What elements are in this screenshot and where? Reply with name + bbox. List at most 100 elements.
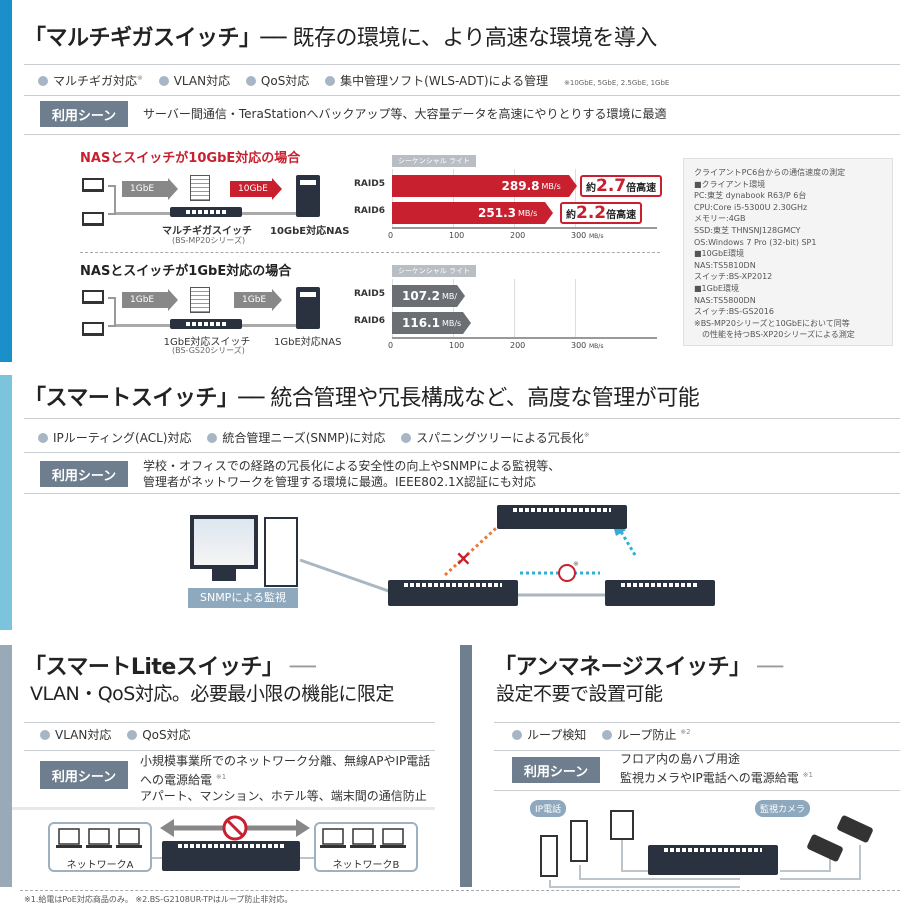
case1-title: NASとスイッチが10GbE対応の場合 — [80, 151, 301, 166]
tick-label: 0 — [388, 341, 394, 350]
section-smart-lite: 「スマートLiteスイッチ」 ── VLAN・QoS対応。必要最小限の機能に限定… — [0, 645, 435, 887]
usage-label: 利用シーン — [40, 101, 128, 127]
bar-arrow-tip — [545, 202, 554, 224]
link-1gbe: 1GbE — [234, 289, 282, 311]
info-line: ■10GbE環境 — [694, 249, 745, 259]
info-line: ■クライアント環境 — [694, 179, 766, 189]
switch-icon — [605, 580, 715, 606]
divider — [24, 493, 900, 494]
data-unit: MB/s — [541, 181, 561, 191]
nas-icon — [296, 175, 320, 217]
nas-label: 1GbE対応NAS — [274, 337, 342, 348]
feature-list: VLAN対応 QoS対応 — [40, 726, 203, 743]
data-unit: MB/s — [518, 208, 538, 218]
category-label: RAID5 — [354, 179, 385, 189]
network-b-box — [314, 822, 418, 872]
info-line: NAS:TS5810DN — [694, 260, 756, 270]
switch-icon — [170, 319, 242, 329]
usage-label: 利用シーン — [40, 461, 128, 487]
snmp-label: SNMPによる監視 — [188, 588, 298, 608]
feature-list: IPルーティング(ACL)対応 統合管理ニーズ(SNMP)に対応 スパニングツリ… — [38, 429, 602, 446]
gridline — [575, 279, 576, 337]
divider — [494, 722, 900, 723]
info-line: PC:東芝 dynabook R63/P 6台 — [694, 191, 807, 201]
switch-icon — [170, 207, 242, 217]
info-line: ■1GbE環境 — [694, 283, 739, 293]
usage-text: フロア内の島ハブ用途監視カメラやIP電話への電源給電 ※1 — [620, 752, 813, 785]
divider — [24, 418, 900, 419]
gridline — [453, 279, 454, 337]
cable — [108, 297, 116, 327]
tick-unit: MB/s — [589, 233, 604, 240]
pc-icon — [82, 322, 104, 336]
info-line: メモリー:4GB — [694, 214, 746, 224]
tick-label: 100 — [449, 231, 465, 240]
section-accent-bar — [0, 375, 12, 630]
tick-label: 0 — [388, 231, 394, 240]
section-smart: 「スマートスイッチ」── 統合管理や冗長構成など、高度な管理が可能 IPルーティ… — [0, 375, 900, 630]
ip-phone-icon — [540, 835, 558, 877]
info-line: OS:Windows 7 Pro (32-bit) SP1 — [694, 237, 817, 247]
usage-text: サーバー間通信・TeraStationへバックアップ等、大容量データを高速にやり… — [143, 107, 667, 121]
switch-label: 1GbE対応スイッチ — [163, 337, 251, 348]
divider — [24, 722, 435, 723]
laptops — [56, 828, 406, 848]
bar-arrow-tip — [462, 312, 471, 334]
bar-arrow-tip — [568, 175, 577, 197]
feature-list: マルチギガ対応※ VLAN対応 QoS対応 集中管理ソフト(WLS-ADT)によ… — [38, 72, 669, 89]
link-1gbe: 1GbE — [122, 178, 178, 200]
bar-arrow-tip — [457, 285, 466, 307]
section-title: 「スマートLiteスイッチ」 ── — [24, 655, 316, 680]
switch-icon — [497, 505, 627, 529]
category-label: RAID6 — [354, 206, 385, 216]
x-axis — [392, 337, 657, 339]
section-accent-bar — [0, 645, 12, 887]
data-label: 251.3 — [478, 206, 517, 220]
gridline — [514, 169, 515, 227]
section-multigig: 「マルチギガスイッチ」── 既存の環境に、より高速な環境を導入 マルチギガ対応※… — [0, 0, 900, 362]
footnote: ※1.給電はPoE対応商品のみ。 ※2.BS-G2108UR-TPはループ防止非… — [24, 895, 293, 904]
section-title: 「マルチギガスイッチ」── 既存の環境に、より高速な環境を導入 — [24, 26, 657, 51]
gridline — [392, 279, 393, 337]
tick-label: 200 — [510, 231, 526, 240]
link-10gbe: 10GbE — [230, 178, 282, 200]
ip-phone-icon — [570, 820, 588, 862]
usage-text: 学校・オフィスでの経路の冗長化による安全性の向上やSNMPによる監視等、管理者が… — [143, 459, 561, 489]
usage-label: 利用シーン — [512, 757, 600, 783]
info-line: NAS:TS5800DN — [694, 295, 756, 305]
pc-icon — [82, 212, 104, 226]
snmp-note-mark: ※ — [573, 560, 579, 568]
tick-label: 300 — [571, 341, 587, 350]
info-line: SSD:東芝 THNSNJ128GMCY — [694, 225, 801, 235]
switch-icon — [162, 841, 300, 871]
camera-label: 監視カメラ — [755, 800, 811, 817]
section-title: 「アンマネージスイッチ」 ── — [494, 655, 783, 680]
section-unmanaged: 「アンマネージスイッチ」 ── 設定不要で設置可能 ループ検知 ループ防止 ※2… — [460, 645, 900, 888]
divider — [494, 790, 900, 791]
info-line: の性能を持つBS-XP20シリーズによる測定 — [702, 330, 855, 340]
category-label: RAID5 — [354, 289, 385, 299]
data-unit: MB/s — [441, 318, 462, 328]
document-icon — [190, 287, 210, 313]
info-line: スイッチ:BS-XP2012 — [694, 272, 773, 282]
section-subtitle: VLAN・QoS対応。必要最小限の機能に限定 — [30, 683, 394, 705]
info-line: CPU:Core i5-5300U 2.30GHz — [694, 202, 808, 212]
network-a-box — [48, 822, 152, 872]
switch-icon — [648, 845, 778, 875]
nas-icon — [296, 287, 320, 329]
data-label: 116.1 — [402, 316, 440, 330]
monitor-stand — [212, 569, 236, 581]
gridline — [575, 169, 576, 227]
x-axis — [392, 227, 657, 229]
ip-phone-icon — [610, 810, 634, 840]
svg-text:×: × — [455, 546, 472, 570]
switch-series: (BS-MP20シリーズ) — [172, 236, 246, 245]
usage-label: 利用シーン — [40, 761, 128, 789]
nas-label: 10GbE対応NAS — [270, 226, 350, 237]
